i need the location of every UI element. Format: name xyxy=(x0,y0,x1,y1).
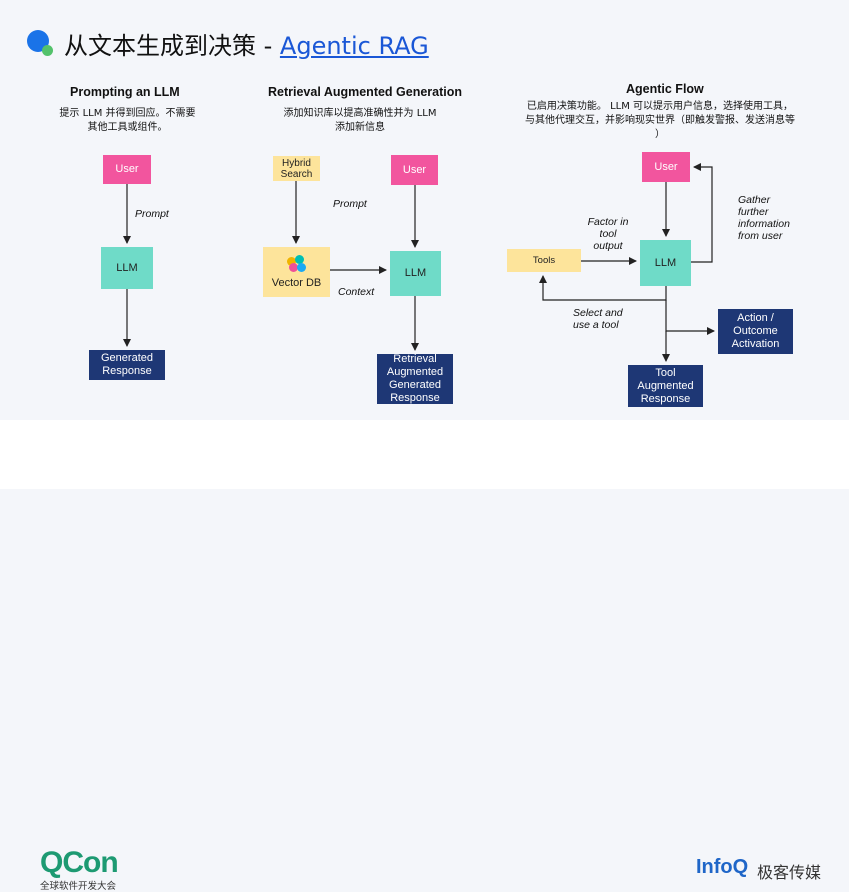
desc-line: 添加知识库以提高准确性并为 LLM xyxy=(283,108,437,119)
box-line: Augmented xyxy=(637,379,694,392)
label-line: Factor in xyxy=(587,216,629,228)
gather-info-label: Gather further information from user xyxy=(738,194,790,242)
page-title: 从文本生成到决策 - Agentic RAG xyxy=(64,26,429,61)
box-line: Response xyxy=(640,392,691,405)
title-logo-accent-icon xyxy=(42,45,53,56)
box-line: Activation xyxy=(731,338,780,350)
vector-db-label: Vector DB xyxy=(271,276,322,289)
desc-line: 其他工具或组件。 xyxy=(87,122,168,133)
title-link[interactable]: Agentic RAG xyxy=(279,32,429,60)
box-line: Tool xyxy=(655,366,676,379)
box-line: Action / xyxy=(737,312,774,324)
user-box-1: User xyxy=(103,155,151,184)
box-line: Retrieval xyxy=(393,353,437,365)
box-line: Generated xyxy=(389,379,441,391)
user-box-2: User xyxy=(391,155,438,185)
title-text: 从文本生成到决策 - xyxy=(64,32,280,60)
section-desc-agentic: 已启用决策功能。 LLM 可以提示用户信息，选择使用工具， 与其他代理交互，并影… xyxy=(500,100,820,142)
desc-line: 已启用决策功能。 LLM 可以提示用户信息，选择使用工具， xyxy=(526,101,794,112)
section-desc-prompting: 提示 LLM 并得到回应。不需要 其他工具或组件。 xyxy=(40,107,215,135)
label-line: output xyxy=(593,240,623,252)
label-line: further xyxy=(738,206,769,218)
desc-line: 提示 LLM 并得到回应。不需要 xyxy=(59,108,196,119)
arrow-llm-to-action xyxy=(665,300,715,335)
infoq-brand-cn: 极客传媒 xyxy=(757,863,822,882)
prompt-label-1: Prompt xyxy=(135,208,169,220)
qcon-subtitle: 全球软件开发大会 xyxy=(40,881,117,892)
box-line: Augmented xyxy=(386,366,444,378)
section-desc-rag: 添加知识库以提高准确性并为 LLM 添加新信息 xyxy=(260,107,460,135)
label-line: from user xyxy=(738,230,783,242)
label-line: Select and xyxy=(573,307,623,319)
llm-box-1: LLM xyxy=(101,247,153,289)
infoq-logo: InfoQ xyxy=(696,856,749,878)
desc-line: 与其他代理交互，并影响现实世界（即触发警报、发送消息等 xyxy=(525,115,795,126)
action-outcome-box: Action / Outcome Activation xyxy=(718,309,793,354)
label-line: Gather xyxy=(738,194,771,206)
label-line: use a tool xyxy=(573,319,619,331)
llm-box-2: LLM xyxy=(390,251,441,296)
box-line: Response xyxy=(102,365,152,377)
section-title-agentic: Agentic Flow xyxy=(626,82,704,96)
prompt-label-2: Prompt xyxy=(333,198,367,210)
box-line: Outcome xyxy=(733,325,778,337)
vector-db-logo-icon xyxy=(286,254,307,273)
section-title-rag: Retrieval Augmented Generation xyxy=(268,85,463,99)
section-title-prompting: Prompting an LLM xyxy=(70,85,180,99)
box-line: Search xyxy=(280,168,313,180)
box-line: Generated xyxy=(101,352,153,364)
qcon-logo: QCon xyxy=(40,846,119,879)
box-line: Hybrid xyxy=(282,157,311,169)
tools-box: Tools xyxy=(507,249,581,272)
factor-tool-label: Factor in tool output xyxy=(585,216,631,252)
context-label: Context xyxy=(338,286,375,298)
select-tool-label: Select and use a tool xyxy=(573,307,623,331)
label-line: tool xyxy=(599,228,617,240)
desc-line: 添加新信息 xyxy=(335,122,385,133)
arrow-llm-to-tools xyxy=(539,275,667,301)
arrows-layer xyxy=(123,163,715,362)
desc-line: ） xyxy=(655,129,665,140)
box-line: Response xyxy=(390,392,440,404)
slide: 从文本生成到决策 - Agentic RAG Prompting an LLM … xyxy=(0,0,849,420)
rag-response-box: Retrieval Augmented Generated Response xyxy=(377,353,453,404)
label-line: information xyxy=(738,218,790,230)
tool-response-box: Tool Augmented Response xyxy=(628,365,703,407)
arrow-llm-to-user xyxy=(691,163,713,263)
footer: QCon 全球软件开发大会 InfoQ 极客传媒 xyxy=(0,420,849,892)
vector-db-box: Vector DB xyxy=(263,247,330,297)
user-box-3: User xyxy=(642,152,690,182)
llm-box-3: LLM xyxy=(640,240,691,286)
